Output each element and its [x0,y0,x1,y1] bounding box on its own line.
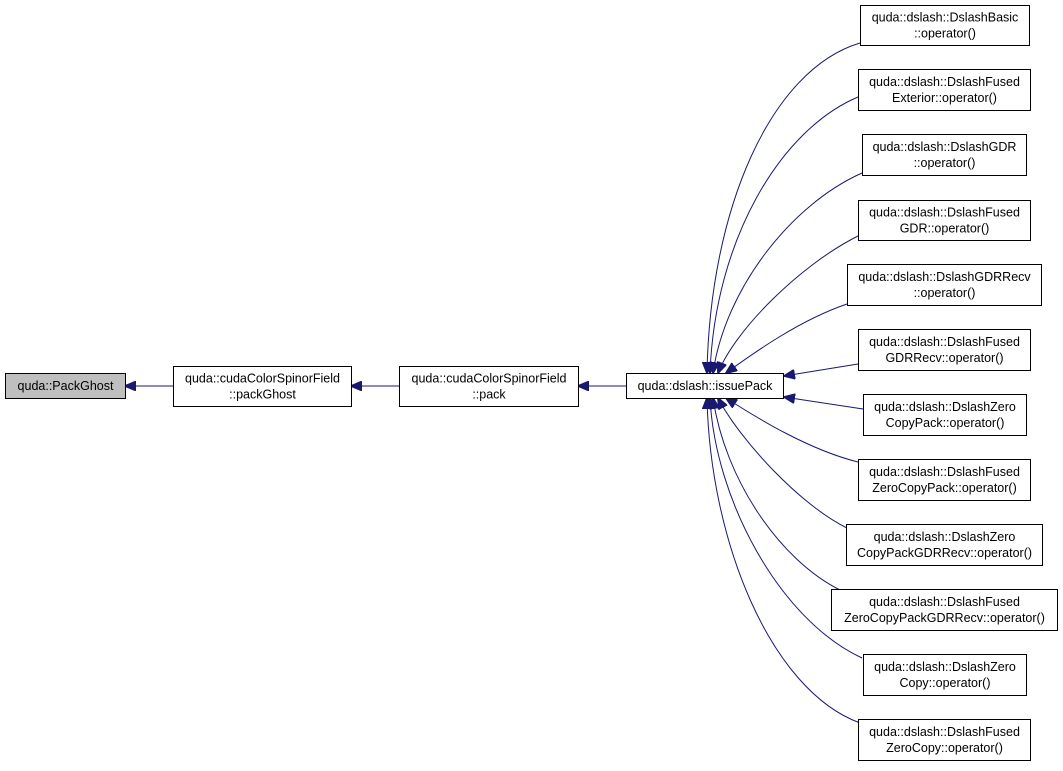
node-zerocopy-pack[interactable]: quda::dslash::DslashZeroCopyPack::operat… [863,394,1027,436]
edge-zerocopy-to-issuepack [710,398,863,659]
node-label-line: Exterior::operator() [892,91,997,105]
node-box [863,654,1027,696]
node-box [399,366,579,407]
node-label-line: ::operator() [914,156,976,170]
node-label-line: quda::dslash::DslashBasic [872,11,1019,25]
node-label-line: ::operator() [914,27,976,41]
node-box [863,394,1027,436]
node-box [858,719,1031,761]
node-box [847,264,1042,306]
node-label-line: ::packGhost [229,388,296,402]
node-label-line: CopyPack::operator() [886,416,1005,430]
node-label-line: ::operator() [914,286,976,300]
node-box [862,134,1027,176]
node-issuepack[interactable]: quda::dslash::issuePack [626,373,784,399]
node-box [860,5,1030,46]
edge-fused_zerocopy-to-issuepack [707,398,861,724]
node-csf-packghost[interactable]: quda::cudaColorSpinorField::packGhost [173,366,352,407]
node-packghost-root[interactable]: quda::PackGhost [5,373,126,399]
node-label-line: quda::dslash::DslashFused [869,75,1020,89]
node-label-line: Copy::operator() [899,676,990,690]
node-fused-zerocopy-pack-gdr-recv[interactable]: quda::dslash::DslashFusedZeroCopyPackGDR… [831,589,1058,631]
node-label-line: quda::dslash::DslashZero [874,400,1016,414]
edge-fused_gdr-to-issuepack [718,235,859,373]
node-box [846,524,1043,566]
node-box [858,329,1031,371]
edge-gdr_recv-to-issuepack [726,303,848,373]
node-label-line: quda::dslash::DslashGDR [873,140,1017,154]
node-label-line: quda::dslash::DslashGDRRecv [858,270,1031,284]
node-gdr-recv[interactable]: quda::dslash::DslashGDRRecv::operator() [847,264,1042,306]
node-fused-gdr-recv[interactable]: quda::dslash::DslashFusedGDRRecv::operat… [858,329,1031,371]
node-label-line: ZeroCopyPack::operator() [872,481,1017,495]
node-label-line: quda::cudaColorSpinorField [412,372,567,386]
edge-fused_exterior-to-issuepack [710,96,859,373]
edge-fused_zerocopy_pack_gdr_recv-to-issuepack [713,398,841,591]
node-label-line: ::pack [472,388,506,402]
node-label-line: quda::PackGhost [18,379,114,393]
node-fused-zerocopy-pack[interactable]: quda::dslash::DslashFusedZeroCopyPack::o… [858,459,1031,501]
edge-zerocopy_pack_gdr_recv-to-issuepack [718,398,848,529]
node-fused-exterior[interactable]: quda::dslash::DslashFusedExterior::opera… [858,69,1031,111]
edge-dslash_basic-to-issuepack [707,42,861,373]
node-label-line: quda::dslash::DslashFused [869,725,1020,739]
nodes-layer: quda::PackGhost quda::cudaColorSpinorFiel… [5,5,1058,761]
node-box [858,200,1031,241]
node-fused-zerocopy[interactable]: quda::dslash::DslashFusedZeroCopy::opera… [858,719,1031,761]
edge-zerocopy_pack-to-issuepack [784,397,864,410]
node-label-line: quda::dslash::issuePack [638,379,774,393]
node-label-line: quda::dslash::DslashFused [869,335,1020,349]
node-box [858,459,1031,501]
node-label-line: quda::cudaColorSpinorField [185,372,340,386]
node-zerocopy-pack-gdr-recv[interactable]: quda::dslash::DslashZeroCopyPackGDRRecv:… [846,524,1043,566]
edge-fused_zerocopy_pack-to-issuepack [726,398,859,463]
edges-layer [125,42,864,724]
node-label-line: CopyPackGDRRecv::operator() [857,546,1032,560]
node-csf-pack[interactable]: quda::cudaColorSpinorField::pack [399,366,579,407]
node-label-line: GDRRecv::operator() [885,351,1003,365]
node-box [173,366,352,407]
node-label-line: quda::dslash::DslashFused [869,595,1020,609]
node-box [5,373,126,399]
edge-fused_gdr_recv-to-issuepack [784,363,859,376]
node-box [858,69,1031,111]
node-label-line: quda::dslash::DslashZero [874,530,1016,544]
node-label-line: ZeroCopyPackGDRRecv::operator() [844,611,1045,625]
node-gdr[interactable]: quda::dslash::DslashGDR::operator() [862,134,1027,176]
node-box [626,373,784,399]
node-dslash-basic[interactable]: quda::dslash::DslashBasic::operator() [860,5,1030,46]
node-label-line: ZeroCopy::operator() [886,741,1003,755]
node-label-line: quda::dslash::DslashFused [869,206,1020,220]
node-label-line: quda::dslash::DslashZero [874,660,1016,674]
edge-gdr-to-issuepack [713,172,863,373]
node-box [831,589,1058,631]
node-label-line: GDR::operator() [900,222,990,236]
node-label-line: quda::dslash::DslashFused [869,465,1020,479]
